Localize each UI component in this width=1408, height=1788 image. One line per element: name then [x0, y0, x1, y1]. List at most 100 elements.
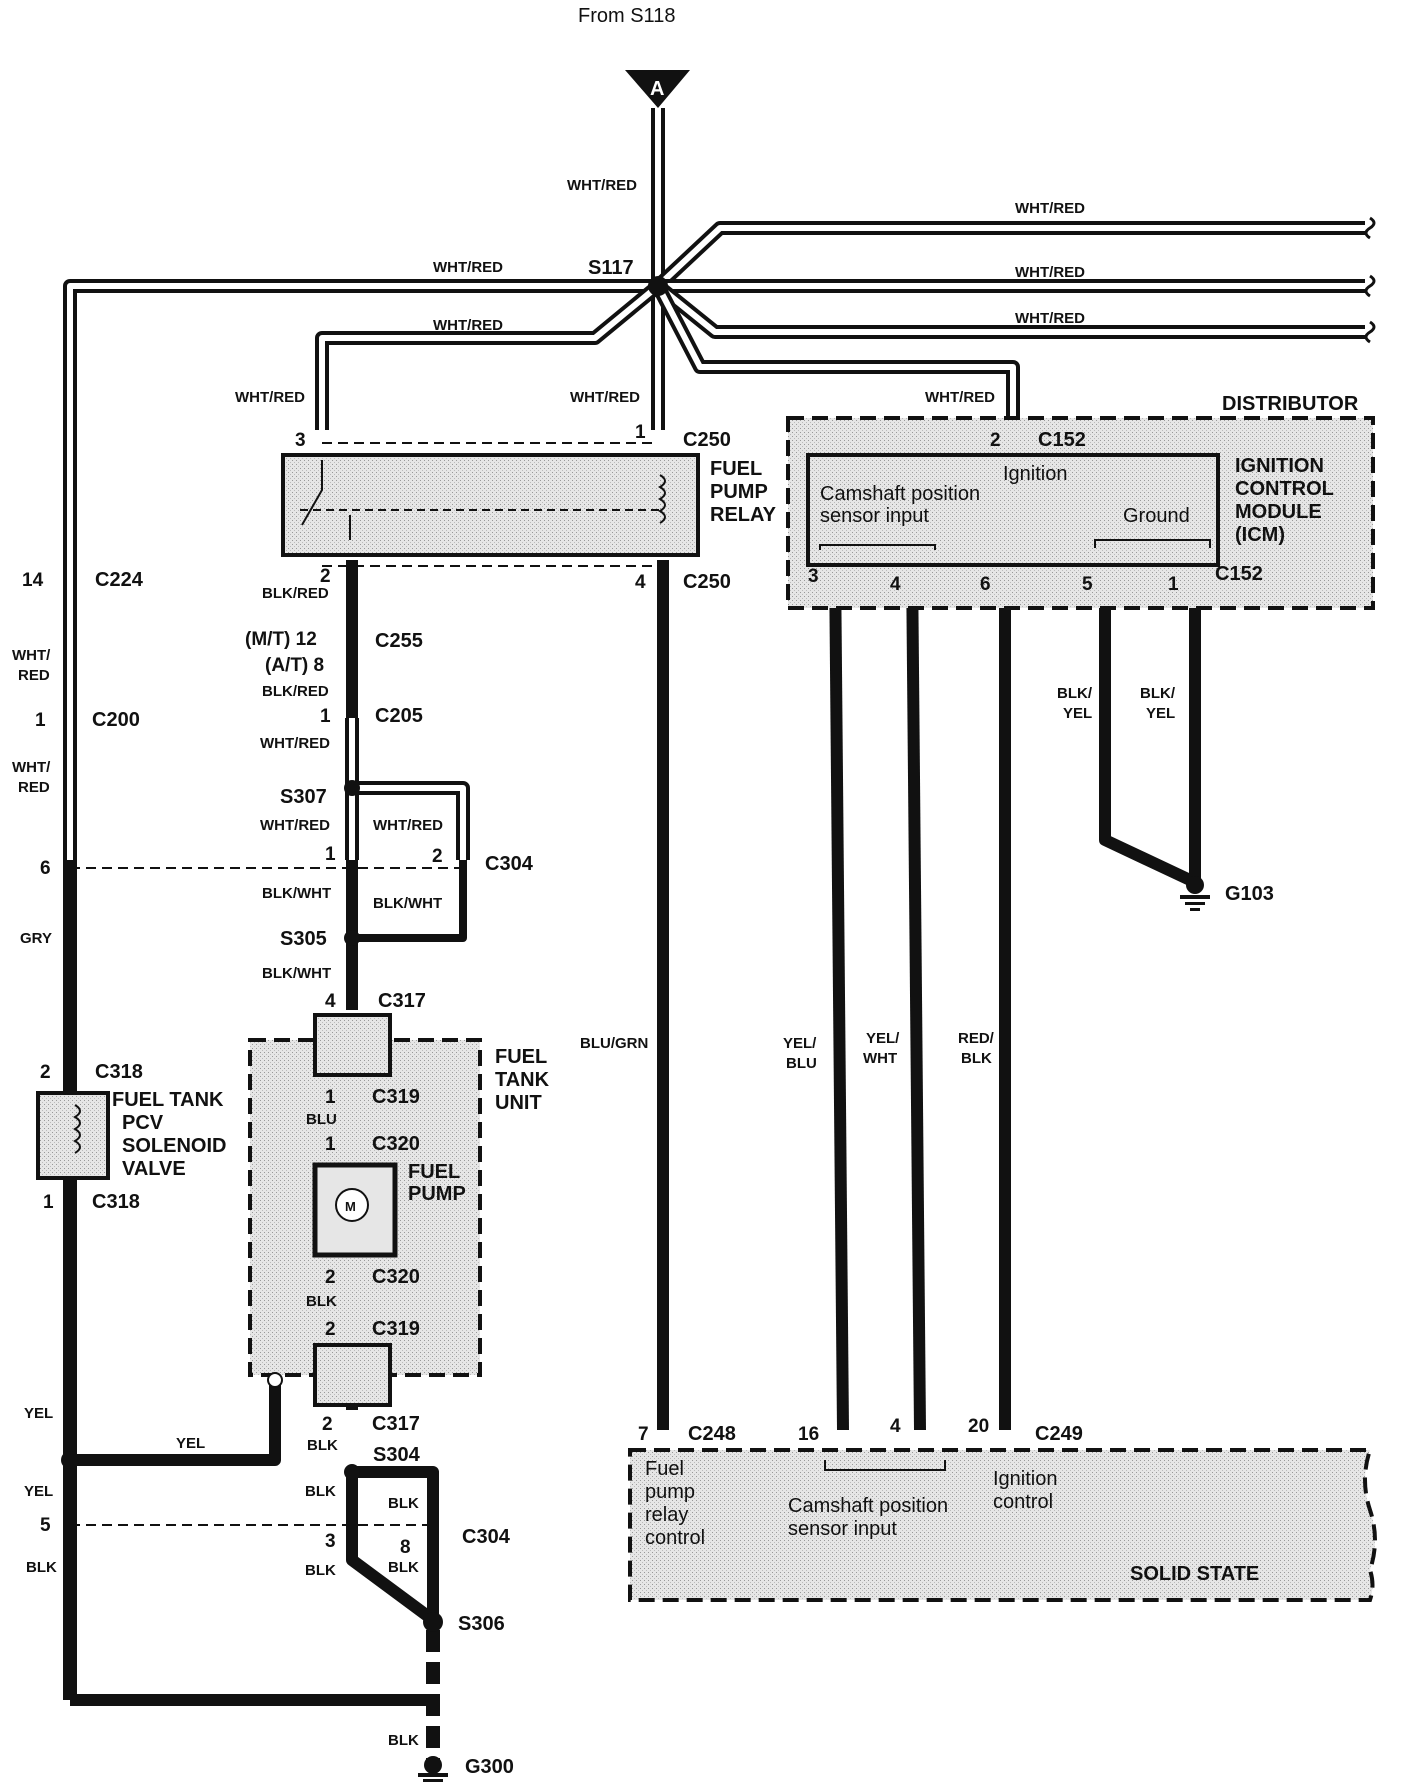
ground-symbol-g300	[418, 1756, 448, 1782]
icm-ground-label: Ground	[1123, 505, 1190, 527]
wire-label: BLK/WHT	[262, 965, 331, 982]
splice-s306	[423, 1612, 443, 1632]
wire-color-labels: WHT/RED WHT/RED WHT/RED WHT/RED WHT/RED …	[12, 177, 1176, 1749]
pin-label: 1	[325, 844, 336, 865]
pcv-valve-box	[36, 1091, 110, 1180]
splice-s305-label: S305	[280, 928, 327, 950]
c249-label: C249	[1035, 1423, 1083, 1445]
wire-label: RED	[18, 667, 50, 684]
terminal-a-marker	[625, 70, 690, 108]
c304-bot-label: C304	[462, 1526, 511, 1548]
c319-top-label: C319	[372, 1086, 420, 1108]
wire-label: BLK/	[1140, 685, 1176, 702]
splice-points	[61, 276, 668, 1632]
c152-top-label: C152	[1038, 429, 1086, 451]
wire-label: WHT/RED	[260, 817, 330, 834]
c317-top-label: C317	[378, 990, 426, 1012]
pin-label: 1	[325, 1134, 336, 1155]
wire-label: BLK	[307, 1437, 338, 1454]
wire-label: BLK/RED	[262, 585, 329, 602]
c317-top-block	[313, 1013, 392, 1077]
wire-label: WHT/RED	[433, 259, 503, 276]
wire-label: BLK/	[1057, 685, 1093, 702]
fuel-pump-relay-box	[281, 453, 700, 557]
pin-label: 3	[325, 1531, 336, 1552]
icm-box	[806, 453, 1220, 567]
wire-label: WHT/	[12, 647, 51, 664]
connector-labels: C250 C250 C152 C152 C224 C200 C255 C205 …	[92, 429, 1263, 1548]
pin-label: 4	[325, 991, 336, 1012]
pin-label: 16	[798, 1424, 819, 1445]
motor-symbol	[335, 1188, 369, 1222]
wire-label: BLK/WHT	[373, 895, 442, 912]
wire-label: YEL	[24, 1483, 53, 1500]
pin-label: 3	[808, 566, 819, 587]
pin-label: 2	[432, 846, 443, 867]
splice-s307	[344, 780, 360, 796]
wire-label: WHT/RED	[1015, 264, 1085, 281]
c224-label: C224	[95, 569, 144, 591]
icm-cam-input-label: Camshaft position sensor input	[820, 483, 986, 527]
pin-label: 4	[635, 572, 646, 593]
wire-label: YEL	[1146, 705, 1175, 722]
icm-label: IGNITION CONTROL MODULE (ICM)	[1235, 455, 1339, 546]
wire-label: WHT/RED	[260, 735, 330, 752]
wire-label: BLK	[961, 1050, 992, 1067]
pin-label: 20	[968, 1416, 989, 1437]
wire-label: WHT/RED	[570, 389, 640, 406]
splice-s305	[344, 930, 360, 946]
wire-label: BLK	[306, 1293, 337, 1310]
splice-s304-label: S304	[373, 1444, 421, 1466]
pin-label: 2	[322, 1414, 333, 1435]
c250-bot-label: C250	[683, 571, 731, 593]
wire-label: YEL/	[783, 1035, 817, 1052]
pin-label: 2	[325, 1267, 336, 1288]
pin-label: 4	[890, 574, 901, 595]
wire-label: WHT	[863, 1050, 897, 1067]
wire-label: WHT/RED	[567, 177, 637, 194]
pin-label: 4	[890, 1416, 901, 1437]
wire-label: WHT/RED	[925, 389, 995, 406]
wire-label: BLK/WHT	[262, 885, 331, 902]
icm-ground-bracket	[1094, 539, 1211, 548]
pin-label: 2	[325, 1319, 336, 1340]
splice-yel	[61, 1451, 79, 1469]
wire-label: WHT/RED	[235, 389, 305, 406]
ecm-cam-bracket	[824, 1460, 946, 1471]
wire-label: BLU	[306, 1111, 337, 1128]
pin-label: (A/T) 8	[265, 655, 324, 676]
wire-label: BLK	[388, 1732, 419, 1749]
icm-cam-bracket	[819, 544, 936, 550]
pcv-coil	[73, 1104, 81, 1154]
from-s118-label: From S118	[578, 5, 675, 27]
c200-label: C200	[92, 709, 140, 731]
pin-label: 1	[320, 706, 331, 727]
pin-label: 7	[638, 1424, 649, 1445]
wire-label: YEL/	[866, 1030, 900, 1047]
terminal-a-label: A	[650, 78, 664, 100]
wire-label: WHT/RED	[373, 817, 443, 834]
pin-label: 1	[325, 1087, 336, 1108]
pin-label: 3	[295, 430, 306, 451]
splice-s306-label: S306	[458, 1613, 505, 1635]
c318-top-label: C318	[95, 1061, 143, 1083]
ecm-cam-label: Camshaft position sensor input	[788, 1495, 954, 1540]
c319-bot-label: C319	[372, 1318, 420, 1340]
solid-state-label: SOLID STATE	[1130, 1563, 1259, 1585]
c205-label: C205	[375, 705, 423, 727]
ecm-fuel-relay-label: Fuel pump relay control	[645, 1458, 705, 1549]
wire-label: YEL	[24, 1405, 53, 1422]
wht-red-harness	[63, 108, 1365, 1700]
pcv-valve-label: FUEL TANK PCV SOLENOID VALVE	[112, 1089, 232, 1180]
distributor-label: DISTRIBUTOR	[1222, 393, 1359, 415]
wire-label: WHT/	[12, 759, 51, 776]
wire-label: BLK	[305, 1562, 336, 1579]
splice-s304	[344, 1464, 360, 1480]
relay-internals	[300, 460, 666, 540]
pin-label: 1	[43, 1192, 54, 1213]
fuel-pump-label: FUEL PUMP	[408, 1161, 466, 1205]
pin-label: (M/T) 12	[245, 629, 317, 650]
wire-label: BLK/RED	[262, 683, 329, 700]
fuel-tank-unit-label: FUEL TANK UNIT	[495, 1046, 555, 1114]
